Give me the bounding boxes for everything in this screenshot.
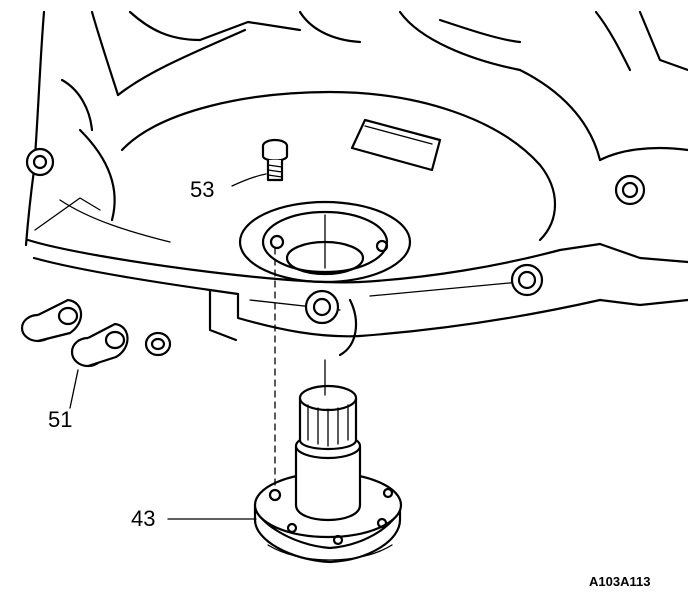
callout-label-53: 53 — [190, 177, 215, 202]
leader-line-53 — [231, 173, 267, 187]
leader-line-51 — [69, 369, 79, 409]
flange-bolt-boss-left — [25, 147, 55, 177]
mounting-bolt — [261, 138, 289, 182]
seal-group — [20, 298, 172, 368]
flange-bolt-boss-center — [304, 289, 340, 325]
callout-label-43: 43 — [131, 506, 156, 531]
callout-label-51: 51 — [48, 407, 73, 432]
shaft-bore — [238, 200, 412, 284]
output-shaft-assembly — [253, 384, 403, 564]
figure-id: A103A113 — [589, 574, 651, 589]
access-window — [350, 118, 442, 172]
alignment-lines — [274, 247, 326, 491]
housing-upper-outline — [24, 10, 688, 247]
flange-bolt-boss-far-right — [614, 174, 646, 206]
bell-housing-flange — [26, 90, 688, 357]
flange-bolt-boss-right — [510, 263, 544, 297]
